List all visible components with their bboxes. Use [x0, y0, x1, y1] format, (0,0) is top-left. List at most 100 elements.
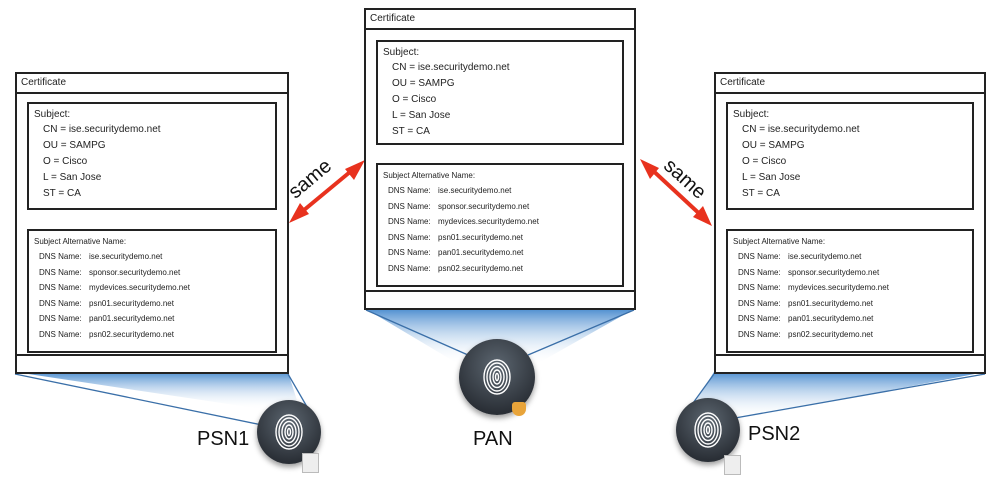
san-value: psn02.securitydemo.net	[438, 263, 523, 273]
san-value: psn01.securitydemo.net	[788, 298, 873, 308]
certificate-title: Certificate	[716, 74, 984, 94]
subject-field: ST = CA	[742, 188, 780, 199]
subject-field: OU = SAMPG	[742, 140, 805, 151]
san-key: DNS Name:	[39, 283, 82, 292]
san-value: ise.securitydemo.net	[89, 252, 163, 261]
san-key: DNS Name:	[388, 248, 431, 257]
san-value: psn01.securitydemo.net	[89, 298, 174, 308]
subject-field: O = Cisco	[742, 156, 787, 167]
san-entry: DNS Name: ise.securitydemo.net	[388, 183, 622, 199]
shield-badge-icon	[512, 402, 526, 416]
san-value: psn02.securitydemo.net	[89, 329, 174, 339]
san-key: DNS Name:	[39, 329, 82, 339]
san-key: DNS Name:	[738, 267, 781, 277]
san-entry: DNS Name:sponsor.securitydemo.net	[388, 199, 622, 215]
san-box: Subject Alternative Name: DNS Name: ise.se…	[726, 229, 974, 353]
san-key: DNS Name:	[39, 267, 82, 277]
subject-box: Subject: CN = ise.securitydemo.net OU = SA…	[376, 40, 624, 145]
san-entry: DNS Name: pan01.securitydemo.net	[39, 311, 275, 327]
psn1-label: PSN1	[197, 428, 250, 450]
san-entry: DNS Name: psn02.securitydemo.net	[39, 327, 275, 343]
list-badge-icon	[302, 453, 319, 473]
list-badge-icon	[724, 455, 741, 475]
san-key: DNS Name:	[388, 217, 431, 226]
san-entry: DNS Name: psn01.securitydemo.net	[738, 296, 972, 312]
san-key: DNS Name:	[738, 298, 781, 308]
san-value: pan01.securitydemo.net	[788, 314, 874, 323]
subject-header: Subject:	[733, 109, 770, 120]
san-entry: DNS Name: sponsor.securitydemo.net	[39, 265, 275, 281]
san-entry: DNS Name: mydevices.securitydemo.net	[388, 214, 622, 230]
subject-field: OU = SAMPG	[43, 140, 106, 151]
san-value: psn01.securitydemo.net	[438, 232, 523, 242]
san-box: Subject Alternative Name: DNS Name: ise.se…	[376, 163, 624, 287]
psn2-node-icon[interactable]	[676, 398, 740, 462]
subject-field: CN = ise.securitydemo.net	[392, 62, 510, 73]
psn2-label: PSN2	[748, 423, 801, 445]
san-key: DNS Name:	[738, 314, 781, 323]
subject-field: CN = ise.securitydemo.net	[43, 124, 161, 135]
san-entry: DNS Name: psn02.securitydemo.net	[388, 261, 622, 277]
certificate-footer	[716, 354, 984, 372]
san-value: sponsor.securitydemo.net	[438, 201, 530, 211]
san-key: DNS Name:	[738, 252, 781, 261]
san-value: pan01.securitydemo.net	[89, 314, 175, 323]
san-value: mydevices.securitydemo.net	[788, 283, 889, 292]
beam-pan	[366, 309, 634, 365]
san-key: DNS Name:	[39, 314, 82, 323]
subject-field: L = San Jose	[742, 172, 801, 183]
pan-label: PAN	[473, 428, 513, 450]
san-value: mydevices.securitydemo.net	[89, 283, 190, 292]
san-value: ise.securitydemo.net	[438, 186, 512, 195]
san-entry: DNS Name: mydevices.securitydemo.net	[738, 280, 972, 296]
subject-field: L = San Jose	[392, 110, 451, 121]
san-key: DNS Name:	[388, 263, 431, 273]
subject-field: O = Cisco	[392, 94, 437, 105]
san-value: ise.securitydemo.net	[788, 252, 862, 261]
san-entry: DNS Name: mydevices.securitydemo.net	[39, 280, 275, 296]
subject-field: O = Cisco	[43, 156, 88, 167]
san-entry: DNS Name: psn01.securitydemo.net	[388, 230, 622, 246]
san-header: Subject Alternative Name:	[34, 237, 127, 246]
certificate-pan: Certificate Subject: CN = ise.securitydem…	[364, 8, 636, 310]
subject-field: OU = SAMPG	[392, 78, 455, 89]
san-key: DNS Name:	[39, 252, 82, 261]
subject-box: Subject: CN = ise.securitydemo.net OU = SA…	[27, 102, 277, 210]
fingerprint-icon	[694, 412, 722, 448]
subject-header: Subject:	[34, 109, 71, 120]
certificate-title: Certificate	[17, 74, 287, 94]
fingerprint-icon	[483, 359, 511, 395]
san-entry: DNS Name: ise.securitydemo.net	[39, 249, 275, 265]
san-value: psn02.securitydemo.net	[788, 329, 873, 339]
beam-psn1	[15, 372, 300, 410]
certificate-footer	[17, 354, 287, 372]
san-box: Subject Alternative Name: DNS Name: ise.se…	[27, 229, 277, 353]
certificate-title: Certificate	[366, 10, 634, 30]
beam-psn2	[690, 372, 985, 420]
same-arrow-left	[289, 160, 365, 223]
san-value: sponsor.securitydemo.net	[89, 267, 181, 277]
subject-field: L = San Jose	[43, 172, 102, 183]
san-header: Subject Alternative Name:	[383, 171, 476, 180]
san-key: DNS Name:	[388, 186, 431, 195]
subject-field: ST = CA	[392, 126, 430, 137]
san-key: DNS Name:	[738, 329, 781, 339]
san-entry: DNS Name:psn01.securitydemo.net	[39, 296, 275, 312]
same-arrow-right	[640, 159, 712, 226]
san-value: pan01.securitydemo.net	[438, 248, 524, 257]
subject-field: ST = CA	[43, 188, 81, 199]
san-value: mydevices.securitydemo.net	[438, 217, 539, 226]
subject-header: Subject:	[383, 47, 420, 58]
san-entry: DNS Name: pan01.securitydemo.net	[388, 245, 622, 261]
certificate-psn1: Certificate Subject: CN = ise.securitydem…	[15, 72, 289, 374]
san-key: DNS Name:	[738, 283, 781, 292]
san-entry: DNS Name:sponsor.securitydemo.net	[738, 265, 972, 281]
san-key: DNS Name:	[388, 232, 431, 242]
san-header: Subject Alternative Name:	[733, 237, 826, 246]
san-entry: DNS Name: ise.securitydemo.net	[738, 249, 972, 265]
certificate-footer	[366, 290, 634, 308]
san-entry: DNS Name: psn02.securitydemo.net	[738, 327, 972, 343]
